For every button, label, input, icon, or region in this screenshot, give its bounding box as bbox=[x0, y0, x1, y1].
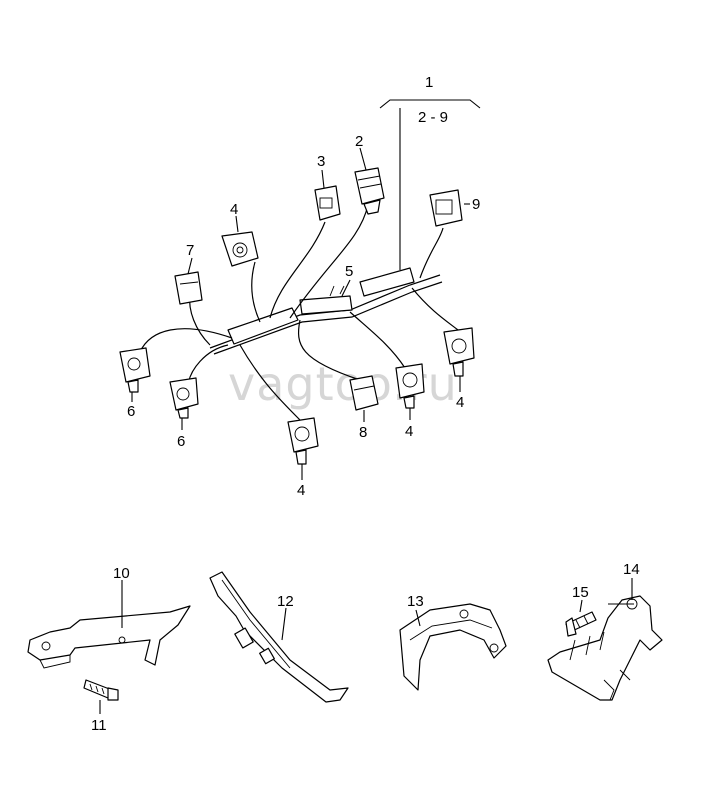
leader-15 bbox=[579, 599, 583, 613]
connector-6-left[interactable] bbox=[119, 347, 151, 393]
connector-7[interactable] bbox=[174, 271, 203, 305]
callout-2: 2 bbox=[355, 133, 363, 150]
leader-12 bbox=[281, 607, 287, 641]
connector-2[interactable] bbox=[354, 167, 385, 215]
leader-13 bbox=[415, 609, 421, 627]
callout-5: 5 bbox=[345, 263, 353, 280]
callout-7: 7 bbox=[186, 242, 194, 259]
callout-13: 13 bbox=[407, 593, 424, 610]
callout-1: 1 bbox=[425, 74, 433, 91]
callout-4-top: 4 bbox=[230, 201, 238, 218]
callout-3: 3 bbox=[317, 153, 325, 170]
callout-12: 12 bbox=[277, 593, 294, 610]
callout-9: 9 bbox=[472, 196, 480, 213]
connector-9[interactable] bbox=[429, 189, 463, 227]
wiring-harness[interactable] bbox=[139, 204, 459, 421]
connector-4-bottom[interactable] bbox=[287, 417, 319, 465]
callout-4-right: 4 bbox=[456, 394, 464, 411]
connector-4-middle[interactable] bbox=[395, 363, 425, 409]
bracket-10[interactable] bbox=[27, 605, 191, 669]
callout-10: 10 bbox=[113, 565, 130, 582]
callout-15: 15 bbox=[572, 584, 589, 601]
connector-4-top[interactable] bbox=[221, 231, 259, 267]
callout-11: 11 bbox=[91, 717, 107, 734]
callout-4-middle: 4 bbox=[405, 423, 413, 440]
bolt-11[interactable] bbox=[83, 679, 119, 701]
callout-6-left: 6 bbox=[127, 403, 135, 420]
bracket-12[interactable] bbox=[209, 571, 349, 703]
callout-6-right: 6 bbox=[177, 433, 185, 450]
connector-8[interactable] bbox=[349, 375, 379, 411]
callout-4-bottom: 4 bbox=[297, 482, 305, 499]
callout-1-range: 2 - 9 bbox=[418, 109, 448, 126]
connector-3[interactable] bbox=[314, 185, 341, 221]
callout-8: 8 bbox=[359, 424, 367, 441]
bracket-13[interactable] bbox=[399, 603, 507, 691]
connector-4-right[interactable] bbox=[443, 327, 475, 377]
leader-lines-harness bbox=[131, 99, 481, 480]
connector-6-right[interactable] bbox=[169, 377, 199, 419]
callout-14: 14 bbox=[623, 561, 640, 578]
bolt-15[interactable] bbox=[565, 611, 597, 637]
bracket-14[interactable] bbox=[547, 595, 663, 701]
